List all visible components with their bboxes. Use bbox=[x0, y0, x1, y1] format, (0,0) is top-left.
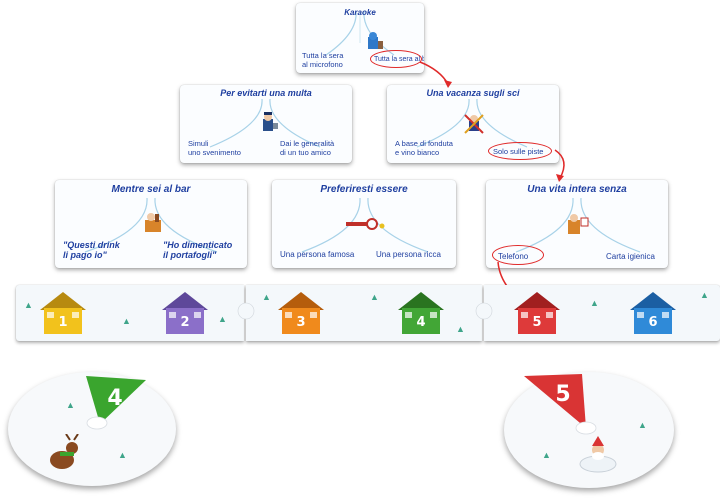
tree-icon: ▲ bbox=[370, 292, 379, 302]
tree-icon: ▲ bbox=[118, 450, 127, 460]
house-4-icon bbox=[398, 292, 444, 334]
bathroom-character-icon bbox=[568, 214, 589, 234]
card-title: Una vacanza sugli sci bbox=[426, 88, 520, 98]
option-left[interactable]: Simuli uno svenimento bbox=[188, 139, 241, 157]
house-number: 5 bbox=[532, 315, 542, 330]
house-number: 6 bbox=[648, 315, 658, 330]
tree-icon: ▲ bbox=[590, 298, 599, 308]
card-title: Preferiresti essere bbox=[320, 184, 408, 195]
santa-bath-icon bbox=[579, 436, 617, 473]
house-4[interactable]: 4 bbox=[396, 290, 446, 341]
option-right[interactable]: Dai le generalità di un tuo amico bbox=[280, 139, 335, 157]
house-6[interactable]: 6 bbox=[628, 290, 678, 341]
card-title: Per evitarti una multa bbox=[220, 88, 312, 98]
house-2-icon bbox=[162, 292, 208, 334]
tree-icon: ▲ bbox=[262, 292, 271, 302]
option-left[interactable]: "Questi drink li pago io" bbox=[63, 240, 120, 260]
tree-icon: ▲ bbox=[24, 300, 33, 310]
card-una-vita-intera-senza[interactable]: Una vita intera senza Telefono Carta igi… bbox=[486, 180, 668, 268]
card-karaoke[interactable]: Karaoke Tutta la sera al microfono Tutta… bbox=[296, 3, 424, 73]
house-number: 1 bbox=[58, 315, 68, 330]
selection-circle bbox=[492, 245, 544, 265]
house-6-icon bbox=[630, 292, 676, 334]
tree-icon: ▲ bbox=[542, 450, 551, 460]
karaoke-character-icon bbox=[368, 32, 383, 49]
option-left[interactable]: Una persona famosa bbox=[280, 250, 355, 259]
option-right[interactable]: Una persona ricca bbox=[376, 250, 441, 259]
card-preferiresti-essere[interactable]: Preferiresti essere Una persona famosa U… bbox=[272, 180, 456, 268]
reindeer-icon bbox=[50, 434, 79, 469]
tree-icon: ▲ bbox=[218, 314, 227, 324]
card-mentre-sei-al-bar[interactable]: Mentre sei al bar "Questi drink li pago … bbox=[55, 180, 247, 268]
police-character-icon bbox=[263, 112, 278, 131]
disc-wedge bbox=[86, 376, 146, 430]
disc-wedge bbox=[524, 374, 597, 435]
tree-icon: ▲ bbox=[700, 290, 709, 300]
puzzle-joint bbox=[475, 302, 493, 320]
house-3-icon bbox=[278, 292, 324, 334]
card-title: Karaoke bbox=[344, 8, 376, 17]
house-3[interactable]: 3 bbox=[276, 290, 326, 341]
card-title: Una vita intera senza bbox=[527, 184, 627, 195]
option-right[interactable]: Carta igienica bbox=[606, 252, 655, 261]
option-left[interactable]: A base di fonduta e vino bianco bbox=[395, 139, 453, 157]
option-left[interactable]: Tutta la sera al microfono bbox=[302, 51, 344, 69]
house-1-icon bbox=[40, 292, 86, 334]
card-una-vacanza-sugli-sci[interactable]: Una vacanza sugli sci A base di fonduta … bbox=[387, 85, 559, 163]
disc-number: 5 bbox=[555, 382, 571, 407]
tree-icon: ▲ bbox=[638, 420, 647, 430]
bar-character-icon bbox=[145, 213, 161, 232]
card-lines bbox=[84, 197, 218, 253]
option-right[interactable]: "Ho dimenticato il portafogli" bbox=[163, 240, 233, 260]
house-5[interactable]: 5 bbox=[512, 290, 562, 341]
puzzle-joint bbox=[237, 302, 255, 320]
house-number: 4 bbox=[416, 315, 426, 330]
disc-number: 4 bbox=[107, 386, 123, 411]
house-2[interactable]: 2 bbox=[160, 290, 210, 341]
tree-icon: ▲ bbox=[66, 400, 75, 410]
tree-icon: ▲ bbox=[456, 324, 465, 334]
house-5-icon bbox=[514, 292, 560, 334]
card-title: Mentre sei al bar bbox=[111, 184, 191, 195]
spinner-disc-right[interactable]: 5 ▲ ▲ bbox=[504, 372, 674, 488]
tree-icon: ▲ bbox=[122, 316, 131, 326]
spinner-disc-left[interactable]: 4 ▲ ▲ bbox=[8, 372, 176, 486]
card-lines bbox=[209, 98, 321, 148]
card-per-evitarti-una-multa[interactable]: Per evitarti una multa Simuli uno svenim… bbox=[180, 85, 352, 163]
house-number: 2 bbox=[180, 315, 190, 330]
key-icon bbox=[346, 218, 385, 230]
ski-character-icon bbox=[464, 114, 484, 134]
house-number: 3 bbox=[296, 315, 306, 330]
house-1[interactable]: 1 bbox=[38, 290, 88, 341]
selection-circle bbox=[370, 50, 422, 68]
selection-circle bbox=[488, 142, 552, 160]
